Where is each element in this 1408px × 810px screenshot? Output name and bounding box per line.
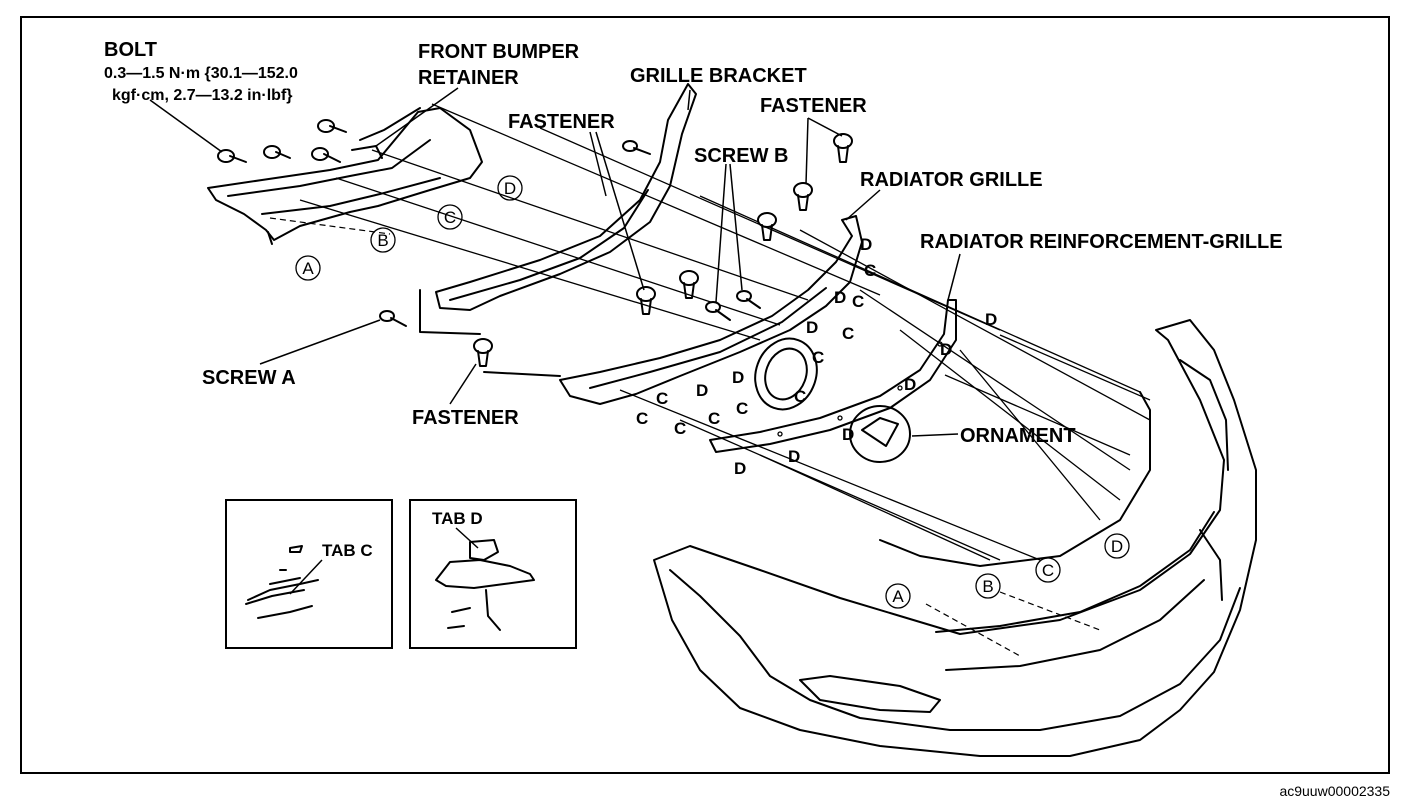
radiator-reinforcement-grille <box>709 299 957 453</box>
marker-a-top: A <box>295 255 321 281</box>
tab-letter-d: D <box>940 340 952 359</box>
marker-a-bumper: A <box>885 583 911 609</box>
bolt-torque-line-1: 0.3—1.5 N·m {30.1—152.0 <box>104 65 298 82</box>
bolt-label: BOLT <box>104 39 157 61</box>
marker-c-top: C <box>437 204 463 230</box>
marker-a-label: A <box>892 587 904 606</box>
marker-b-bumper: B <box>975 573 1001 599</box>
fastener-icon <box>679 270 699 299</box>
radiator-reinforcement-grille-label: RADIATOR REINFORCEMENT-GRILLE <box>920 231 1283 253</box>
fastener-top-right-label: FASTENER <box>760 95 867 117</box>
bolt-icon <box>311 147 341 163</box>
tab-letter-c: C <box>656 389 668 408</box>
marker-b-top: B <box>370 227 396 253</box>
bolt-icon <box>263 145 291 159</box>
tab-letter-c: C <box>674 419 686 438</box>
tab-letter-d: D <box>734 459 746 478</box>
fastener-icon <box>833 133 853 163</box>
tab-letter-d: D <box>904 375 916 394</box>
front-bumper-retainer <box>207 107 483 245</box>
front-bumper-retainer-label-1: FRONT BUMPER <box>418 41 580 63</box>
tab-letter-d: D <box>696 381 708 400</box>
fastener-icon <box>793 182 813 211</box>
fastener-bottom-label: FASTENER <box>412 407 519 429</box>
marker-c-label: C <box>444 208 456 227</box>
tab-letter-d: D <box>788 447 800 466</box>
marker-d-bumper: D <box>1104 533 1130 559</box>
tab-letter-c: C <box>708 409 720 428</box>
figure-id: ac9uuw00002335 <box>1279 783 1390 799</box>
tab-letter-d: D <box>860 235 872 254</box>
marker-c-label: C <box>1042 561 1054 580</box>
tab-letter-c: C <box>736 399 748 418</box>
screw-icon <box>379 310 407 327</box>
marker-d-label: D <box>1111 537 1123 556</box>
marker-b-label: B <box>982 577 993 596</box>
screw-icon <box>622 140 651 155</box>
grille-bracket <box>435 83 863 405</box>
tab-letter-d: D <box>806 318 818 337</box>
tab-letter-c: C <box>812 348 824 367</box>
alignment-lines <box>269 217 1101 657</box>
diagram-frame <box>20 16 1390 774</box>
fastener-icon <box>636 286 656 315</box>
inset-tab-c: TAB C <box>225 499 393 649</box>
tab-letter-c: C <box>842 324 854 343</box>
tab-letter-d: D <box>732 368 744 387</box>
marker-c-bumper: C <box>1035 557 1061 583</box>
tab-letter-c: C <box>794 387 806 406</box>
bolt-icon <box>217 149 247 163</box>
tab-letter-c: C <box>864 261 876 280</box>
tab-letter-c: C <box>636 409 648 428</box>
marker-d-top: D <box>497 175 523 201</box>
fastener-icon <box>757 212 777 241</box>
fasteners <box>379 133 853 367</box>
tab-d-label: TAB D <box>432 509 483 528</box>
guide-lines <box>299 103 1151 561</box>
screw-b-label: SCREW B <box>694 145 788 167</box>
screw-icon <box>705 301 731 321</box>
tab-letters: D C D C D C C D D C C C C C C D D D D D … <box>636 235 997 478</box>
tab-letter-d: D <box>985 310 997 329</box>
grille-bracket-label: GRILLE BRACKET <box>630 65 807 87</box>
fastener-icon <box>473 338 493 367</box>
screw-icon <box>736 290 761 309</box>
label-leaders <box>149 87 961 405</box>
bolts <box>217 119 347 163</box>
marker-d-label: D <box>504 179 516 198</box>
tab-c-label: TAB C <box>322 541 373 560</box>
screw-a-label: SCREW A <box>202 367 296 389</box>
bolt-torque-line-2: kgf·cm, 2.7—13.2 in·lbf} <box>112 87 293 104</box>
ornament-label: ORNAMENT <box>960 425 1076 447</box>
fastener-center-label: FASTENER <box>508 111 615 133</box>
screw-a-bracket <box>419 289 561 377</box>
tab-letter-d: D <box>834 288 846 307</box>
emblem-mount <box>754 337 818 411</box>
front-bumper <box>653 319 1257 757</box>
front-bumper-retainer-label-2: RETAINER <box>418 67 519 89</box>
tab-letter-c: C <box>852 292 864 311</box>
ornament <box>849 405 959 463</box>
bolt-icon <box>317 119 347 133</box>
inset-tab-d: TAB D <box>409 499 577 649</box>
radiator-grille-label: RADIATOR GRILLE <box>860 169 1043 191</box>
tab-letter-d: D <box>842 425 854 444</box>
marker-b-label: B <box>377 231 388 250</box>
marker-a-label: A <box>302 259 314 278</box>
callout-labels: BOLT 0.3—1.5 N·m {30.1—152.0 kgf·cm, 2.7… <box>104 39 1283 447</box>
